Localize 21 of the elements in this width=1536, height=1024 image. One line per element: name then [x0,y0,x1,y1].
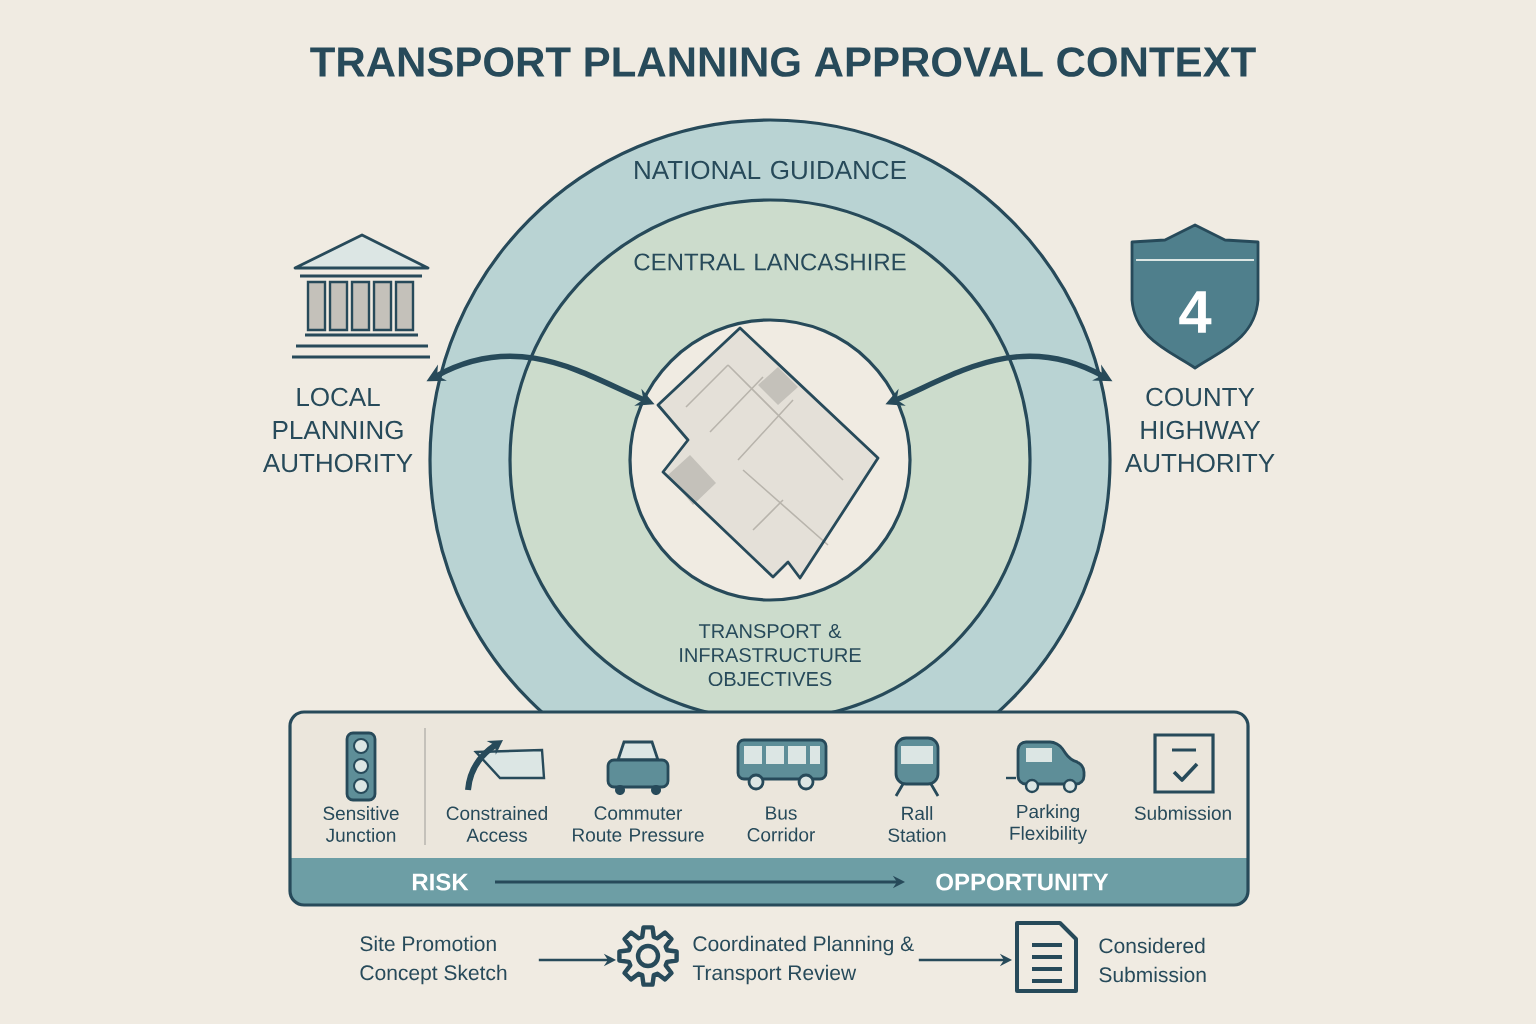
item-label: Bus Corridor [747,806,815,842]
band-label: OPPORTUNITY [936,873,1109,891]
route-number: 4 [1179,291,1212,333]
item-label: Constrained Access [446,806,547,842]
item-label: Submission [1134,806,1231,820]
item-label: Rall Station [888,806,946,842]
ring-label: CENTRAL LANCASHIRE [634,253,906,271]
ring-label: NATIONAL GUIDANCE [635,160,906,180]
item-label: Commuter Route Pressure [573,806,704,842]
item-label: Parking Flexibility [1010,804,1088,844]
step-label: Coordinated Planning & Transport Review [692,935,914,985]
site-plan-drawing [656,326,880,580]
authority-label: LOCAL PLANNING AUTHORITY [262,387,413,473]
authority-label: COUNTY HIGHWAY AUTHORITY [1124,387,1275,473]
item-label: Sensitive Junction [323,806,399,842]
ring-label: TRANSPORT & INFRASTRUCTURE OBJECTIVES [680,623,861,687]
risk-opportunity-panel [288,710,1250,907]
step-label: Considered Submission [1099,937,1206,983]
step-label: Site Promotion Concept Sketch [360,935,507,985]
band-label: RISK [412,873,469,891]
title: TRANSPORT PLANNING APPROVAL CONTEXT [310,47,1256,77]
